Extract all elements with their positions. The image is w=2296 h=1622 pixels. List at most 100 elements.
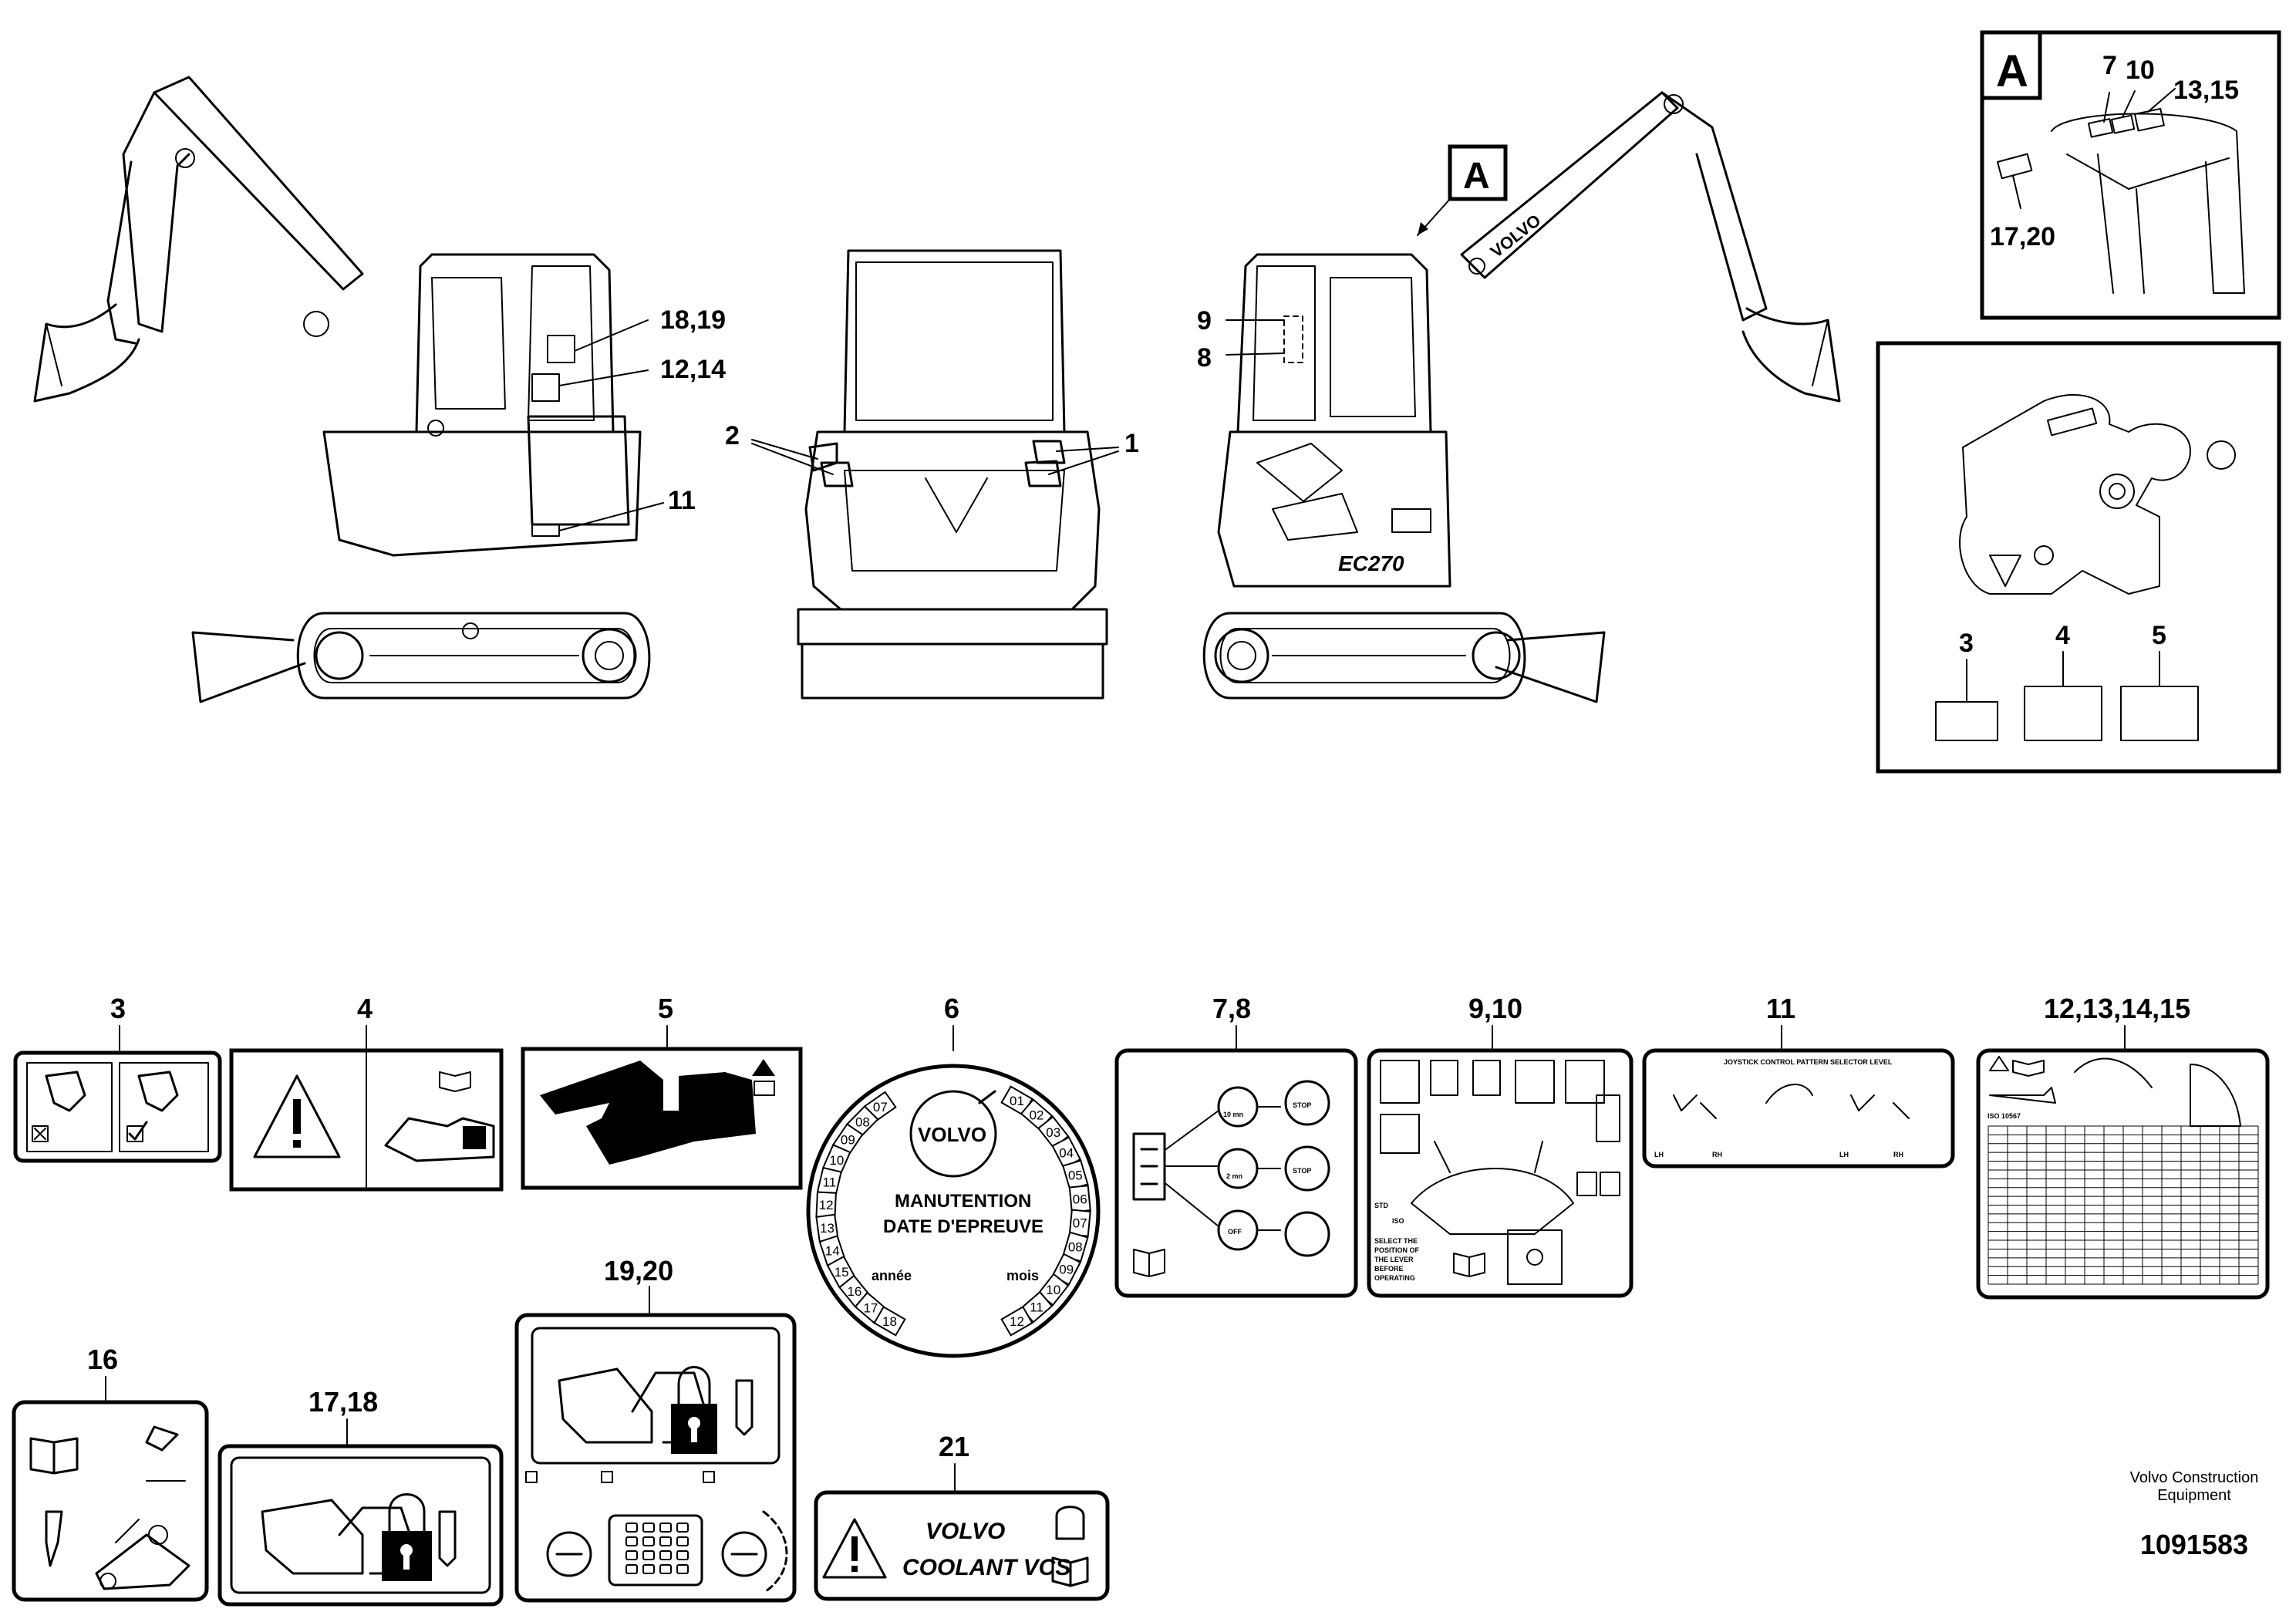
- decal-6-line1: MANUTENTION: [895, 1191, 1031, 1212]
- month-label: 07: [1073, 1216, 1087, 1231]
- year-label: 08: [855, 1114, 870, 1129]
- callout-8: 8: [1197, 343, 1212, 373]
- keypad-key: [659, 1550, 672, 1560]
- keypad-key: [659, 1523, 672, 1533]
- decal-6-mois: mois: [1006, 1268, 1039, 1283]
- leader-lines-rear: [751, 439, 1119, 475]
- decal-11-number: 11: [1766, 993, 1795, 1024]
- month-label: 01: [1010, 1094, 1024, 1108]
- month-label: 09: [1059, 1263, 1074, 1277]
- decal-9-10-number: 9,10: [1468, 993, 1522, 1024]
- company-line-2: Equipment: [2157, 1487, 2231, 1504]
- decal-21: 21 VOLVO COOLANT VCS: [814, 1431, 1110, 1601]
- detail-callout-10: 10: [2126, 56, 2155, 85]
- keypad-key: [676, 1550, 689, 1560]
- decal-6-brand: VOLVO: [918, 1123, 986, 1146]
- load-chart-grid: [1988, 1125, 2259, 1285]
- callout-2: 2: [725, 421, 740, 450]
- year-label: 17: [863, 1301, 878, 1316]
- detail-a-letter: A: [1996, 46, 2028, 96]
- coupler-callout-4: 4: [2055, 621, 2070, 650]
- year-label: 15: [834, 1265, 849, 1280]
- boom-brand: VOLVO: [1487, 211, 1545, 261]
- callout-1: 1: [1124, 429, 1139, 458]
- select-text-1: SELECT THE: [1374, 1237, 1418, 1245]
- callout-12-14: 12,14: [660, 355, 726, 384]
- detail-a-panel: A: [1980, 30, 2281, 320]
- decal-9-10: 9,10 STD ISO SELECT THE POSITION OF THE …: [1367, 993, 1633, 1298]
- detail-callout-13-15: 13,15: [2173, 76, 2239, 105]
- decal-12-iso: ISO 10567: [1988, 1112, 2021, 1120]
- decal-9-10-iso: ISO: [1392, 1217, 1404, 1225]
- decal-6: 6 07080910111213141516171801020304050607…: [806, 993, 1101, 1358]
- decal-21-line2: COOLANT VCS: [902, 1555, 1070, 1580]
- coupler-detail-panel: [1876, 341, 2281, 774]
- callout-18-19: 18,19: [660, 305, 726, 335]
- decal-21-number: 21: [939, 1431, 969, 1462]
- coupler-callout-3: 3: [1959, 629, 1974, 658]
- month-label: 11: [1030, 1300, 1043, 1315]
- keypad-key: [625, 1550, 638, 1560]
- decal-5-number: 5: [658, 993, 673, 1024]
- decal-17-18: 17,18: [217, 1386, 504, 1607]
- date-cell: [1000, 1306, 1033, 1337]
- decal-19-20: 19,20: [514, 1255, 797, 1603]
- month-label: 10: [1046, 1283, 1060, 1297]
- select-text-2: POSITION OF: [1374, 1246, 1420, 1254]
- year-label: 10: [829, 1153, 844, 1168]
- keypad-key: [659, 1564, 672, 1574]
- stop-label-1: STOP: [1293, 1101, 1311, 1109]
- side-view-left: [33, 76, 651, 703]
- month-label: 05: [1068, 1168, 1083, 1183]
- decal-16-number: 16: [87, 1344, 118, 1375]
- leader-lines-right: [1226, 319, 1285, 356]
- keypad-key: [642, 1523, 655, 1533]
- timer-10min: 10 mn: [1223, 1111, 1243, 1118]
- date-cell: [873, 1306, 906, 1337]
- decal-6-number: 6: [944, 993, 959, 1024]
- keypad-key: [659, 1536, 672, 1546]
- detail-callout-7: 7: [2102, 51, 2117, 80]
- model-name: EC270: [1338, 551, 1404, 575]
- decal-12-15: 12,13,14,15 ISO 10567: [1976, 993, 2270, 1300]
- timer-2min: 2 mn: [1226, 1172, 1242, 1180]
- keypad-grid: [625, 1523, 689, 1574]
- decal-6-line2: DATE D'EPREUVE: [883, 1216, 1043, 1237]
- month-label: 02: [1030, 1108, 1044, 1122]
- decal-16: 16: [12, 1344, 209, 1602]
- callout-11: 11: [668, 486, 696, 515]
- select-text-4: BEFORE: [1374, 1265, 1404, 1273]
- select-text-3: THE LEVER: [1374, 1256, 1414, 1263]
- decal-21-line1: VOLVO: [925, 1519, 1005, 1544]
- decal-4-number: 4: [357, 993, 373, 1024]
- keypad-key: [676, 1564, 689, 1574]
- month-label: 04: [1059, 1145, 1074, 1160]
- year-label: 09: [841, 1133, 855, 1148]
- decal-6-annee: année: [872, 1268, 912, 1283]
- company-line-1: Volvo Construction: [2130, 1469, 2259, 1486]
- decal-9-10-std: STD: [1374, 1202, 1389, 1209]
- year-label: 14: [825, 1243, 840, 1258]
- keypad-key: [625, 1523, 638, 1533]
- year-label: 11: [823, 1175, 837, 1189]
- keypad-key: [642, 1536, 655, 1546]
- decal-11-rh-2: RH: [1893, 1151, 1903, 1158]
- year-label: 07: [873, 1100, 888, 1114]
- month-label: 03: [1046, 1125, 1060, 1140]
- keypad-key: [642, 1550, 655, 1560]
- decal-7-8: 7,8 10 mn 2 mn OFF STOP STOP: [1114, 993, 1358, 1298]
- month-label: 08: [1068, 1239, 1083, 1254]
- decal-19-20-number: 19,20: [604, 1255, 673, 1286]
- decal-5: 5: [521, 993, 803, 1190]
- month-label: 12: [1010, 1314, 1024, 1329]
- decal-3-number: 3: [110, 993, 126, 1024]
- view-a-marker: [1448, 144, 1508, 201]
- decal-3: 3: [13, 993, 222, 1163]
- decal-11: 11 JOYSTICK CONTROL PATTERN SELECTOR LEV…: [1642, 993, 1955, 1168]
- detail-callout-17-20: 17,20: [1990, 222, 2055, 251]
- decal-17-18-number: 17,18: [308, 1386, 378, 1418]
- keypad-key: [676, 1523, 689, 1533]
- side-view-right: EC270 VOLVO: [1202, 91, 1841, 703]
- select-text-5: OPERATING: [1374, 1274, 1415, 1282]
